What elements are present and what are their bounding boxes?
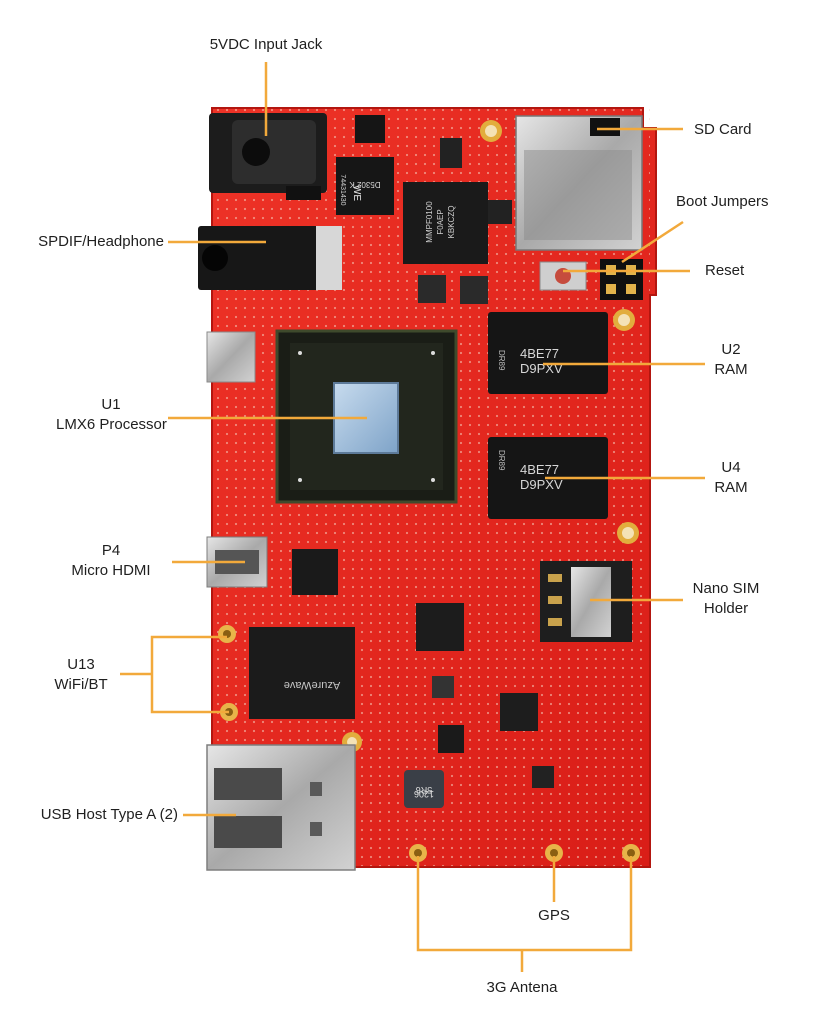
label-boot-jumpers: Boot Jumpers: [676, 193, 769, 210]
callout-3g-bracket: [416, 856, 633, 952]
u2-side-marking: DR89: [497, 350, 506, 371]
micro-usb-port: [206, 331, 256, 383]
label-u4: U4 RAM: [705, 458, 757, 498]
label-u2-desc: RAM: [714, 361, 748, 378]
label-nano-sim: Nano SIM Holder: [686, 579, 766, 619]
label-u1-name: U1: [101, 396, 121, 413]
label-usb-host: USB Host Type A (2): [40, 806, 178, 823]
u2-marking-1: 4BE77: [520, 346, 559, 361]
label-gps: GPS: [538, 907, 570, 924]
mounting-holes: [342, 120, 639, 752]
label-u13-desc: WiFi/BT: [54, 676, 108, 693]
label-p4-name: P4: [101, 542, 121, 559]
label-u13: U13 WiFi/BT: [46, 655, 116, 695]
sd-card-slot: [515, 115, 643, 251]
pmic-marking-3: KBKCZQ: [447, 206, 456, 239]
conn-part-marking: 74431430: [339, 174, 346, 205]
ufl-connectors: [218, 625, 640, 862]
label-u4-name: U4: [721, 459, 741, 476]
u4-side-marking: DR89: [497, 450, 506, 471]
codec-marking: D5302 K: [349, 180, 381, 189]
label-u2: U2 RAM: [705, 340, 757, 380]
label-3g-antena: 3G Antena: [486, 979, 558, 996]
wifi-module-u13: AzureWave: [249, 627, 355, 719]
callout-lines: [120, 62, 705, 972]
boot-jumpers: [600, 259, 643, 300]
label-u1: U1 LMX6 Processor: [56, 395, 167, 435]
mid-components: [292, 549, 554, 788]
label-5vdc-input-jack: 5VDC Input Jack: [209, 36, 323, 53]
label-u13-name: U13: [67, 656, 95, 673]
label-p4: P4 Micro HDMI: [56, 541, 166, 581]
label-p4-desc: Micro HDMI: [71, 562, 151, 579]
top-components: D5302 K WE 74431430 MMPF0100 F0AEP KBKCZ…: [336, 115, 512, 304]
u4-marking-2: D9PXV: [520, 477, 563, 492]
label-u1-desc: LMX6 Processor: [56, 416, 167, 433]
wifi-brand-marking: AzureWave: [284, 679, 340, 691]
callout-boot-jumpers: [621, 220, 684, 264]
label-u2-name: U2: [721, 341, 741, 358]
headphone-jack: [198, 226, 342, 290]
label-reset: Reset: [705, 262, 745, 279]
label-spdif-headphone: SPDIF/Headphone: [38, 233, 164, 250]
label-u4-desc: RAM: [714, 479, 748, 496]
dc-power-jack: [209, 113, 327, 200]
inductor-marking-1: 5R6: [416, 785, 433, 795]
u4-marking-1: 4BE77: [520, 462, 559, 477]
power-inductor: 5R6 1206: [404, 770, 444, 808]
nano-sim-holder: [540, 561, 632, 642]
label-nano-sim-line1: Nano SIM: [692, 580, 760, 597]
pmic-marking-2: F0AEP: [436, 209, 445, 234]
label-sd-card: SD Card: [694, 121, 752, 138]
label-nano-sim-line2: Holder: [703, 600, 749, 617]
inductor-marking-2: 1206: [414, 789, 434, 799]
reset-button: [539, 261, 587, 291]
ram-chip-u2: 4BE77 D9PXV DR89: [488, 312, 608, 394]
conn-marking: WE: [351, 185, 362, 201]
processor-u1: [275, 329, 458, 504]
usb-host-connector: [206, 744, 356, 871]
pmic-marking-1: MMPF0100: [425, 201, 434, 243]
